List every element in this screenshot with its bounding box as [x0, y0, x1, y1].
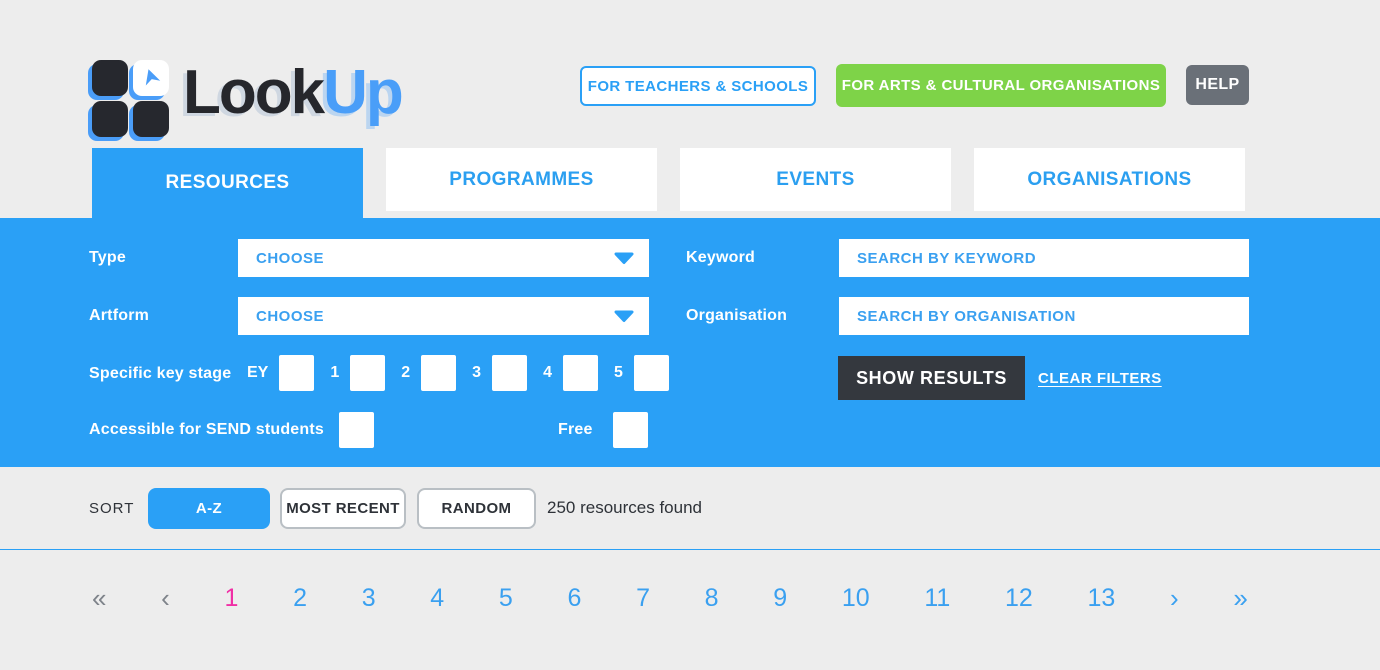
logo-wordmark: LookUp	[183, 57, 404, 129]
page-link-13[interactable]: 13	[1087, 583, 1116, 612]
keystage-3-checkbox[interactable]	[492, 355, 528, 391]
page-link-11[interactable]: 11	[924, 583, 951, 612]
keystage-ey-checkbox[interactable]	[279, 355, 315, 391]
filter-panel: Type CHOOSE Artform CHOOSE Keyword Organ…	[0, 218, 1380, 467]
keystage-1-checkbox[interactable]	[350, 355, 386, 391]
artform-label: Artform	[89, 307, 150, 324]
page-link-4[interactable]: 4	[430, 583, 445, 612]
sort-random-button[interactable]: RANDOM	[417, 488, 536, 529]
logo-text-up: Up	[323, 58, 404, 127]
help-button[interactable]: HELP	[1186, 65, 1249, 105]
for-arts-cultural-organisations-button[interactable]: FOR ARTS & CULTURAL ORGANISATIONS	[836, 64, 1166, 107]
show-results-button[interactable]: SHOW RESULTS	[838, 356, 1025, 400]
keystage-4-label: 4	[543, 364, 552, 381]
results-count: 250 resources found	[547, 498, 702, 517]
cursor-arrow-icon	[145, 69, 161, 86]
next-page-icon[interactable]: ›	[1170, 582, 1179, 613]
keystage-2-label: 2	[401, 364, 411, 381]
logo-icon	[92, 60, 169, 137]
logo-square	[92, 60, 128, 96]
organisation-label: Organisation	[686, 307, 788, 324]
page-link-10[interactable]: 10	[841, 583, 870, 612]
sort-bar: SORT A-Z MOST RECENT RANDOM 250 resource…	[0, 467, 1380, 550]
logo-text-look: Look	[183, 58, 325, 127]
tab-resources[interactable]: RESOURCES	[92, 148, 363, 218]
send-label: Accessible for SEND students	[89, 421, 324, 438]
page-link-6[interactable]: 6	[567, 583, 582, 612]
tab-organisations[interactable]: ORGANISATIONS	[974, 148, 1245, 211]
key-stage-label: Specific key stage	[89, 365, 232, 382]
logo-square	[92, 101, 128, 137]
keystage-5-checkbox[interactable]	[633, 355, 669, 391]
keyword-input[interactable]	[839, 239, 1249, 277]
clear-filters-link[interactable]: CLEAR FILTERS	[1038, 369, 1162, 387]
free-label: Free	[558, 421, 593, 438]
tab-events[interactable]: EVENTS	[680, 148, 951, 211]
logo[interactable]: LookUp	[92, 55, 404, 137]
sort-label: SORT	[89, 499, 135, 517]
chevron-down-icon	[614, 310, 634, 322]
organisation-input[interactable]	[839, 297, 1249, 335]
free-checkbox[interactable]	[613, 412, 648, 448]
sort-most-recent-button[interactable]: MOST RECENT	[280, 488, 406, 529]
keyword-label: Keyword	[686, 249, 755, 266]
page-link-5[interactable]: 5	[498, 583, 513, 612]
artform-select-value: CHOOSE	[256, 307, 325, 325]
keystage-2-checkbox[interactable]	[421, 355, 457, 391]
prev-page-icon[interactable]: ‹	[161, 582, 170, 613]
artform-select[interactable]: CHOOSE	[238, 297, 649, 335]
page-link-12[interactable]: 12	[1005, 583, 1033, 612]
chevron-down-icon	[614, 252, 634, 264]
last-page-icon[interactable]: »	[1233, 582, 1248, 613]
type-select-value: CHOOSE	[256, 249, 325, 267]
page-link-2[interactable]: 2	[293, 583, 308, 612]
keystage-5-label: 5	[613, 364, 623, 381]
sort-az-button[interactable]: A-Z	[148, 488, 270, 529]
logo-square-cursor	[133, 60, 169, 96]
logo-square	[133, 101, 169, 137]
page-link-9[interactable]: 9	[773, 583, 788, 612]
type-label: Type	[89, 249, 126, 266]
page-link-3[interactable]: 3	[361, 583, 376, 612]
keystage-4-checkbox[interactable]	[562, 355, 598, 391]
keystage-1-label: 1	[330, 364, 340, 381]
for-teachers-schools-button[interactable]: FOR TEACHERS & SCHOOLS	[580, 66, 816, 106]
send-checkbox[interactable]	[339, 412, 374, 448]
page-link-8[interactable]: 8	[704, 583, 719, 612]
keystage-3-label: 3	[472, 364, 482, 381]
tab-programmes[interactable]: PROGRAMMES	[386, 148, 657, 211]
key-stage-group: EY 1 2 3 4 5	[247, 355, 669, 391]
keystage-ey-label: EY	[247, 364, 269, 381]
main-tabs: RESOURCES PROGRAMMES EVENTS ORGANISATION…	[92, 148, 1245, 218]
first-page-icon[interactable]: «	[92, 582, 107, 613]
pagination: « ‹ 1 2 3 4 5 6 7 8 9 10 11 12 13 › »	[92, 578, 1248, 618]
page-link-7[interactable]: 7	[636, 583, 650, 612]
type-select[interactable]: CHOOSE	[238, 239, 649, 277]
page-link-1[interactable]: 1	[224, 583, 239, 612]
